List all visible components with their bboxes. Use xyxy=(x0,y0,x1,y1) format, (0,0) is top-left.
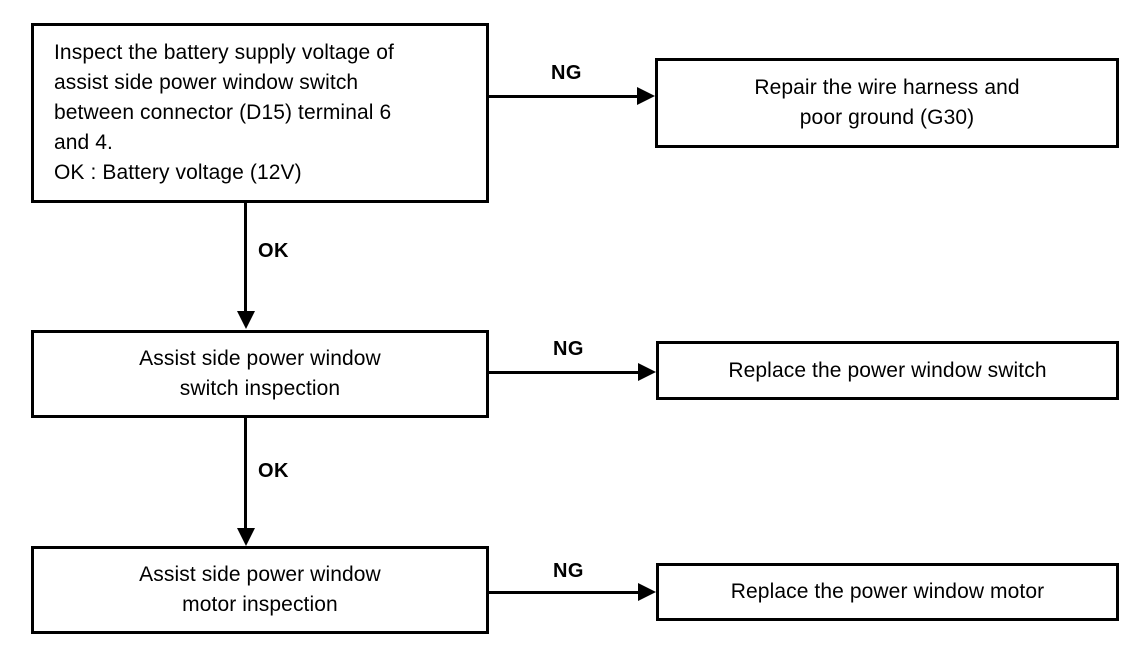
edge-ng-2-arrowhead xyxy=(638,363,656,381)
edge-label-ng-3: NG xyxy=(553,560,584,582)
node-repair-wire-harness-label: Repair the wire harness and poor ground … xyxy=(754,76,1020,129)
node-replace-motor[interactable]: Replace the power window motor xyxy=(656,563,1119,621)
node-replace-switch-label: Replace the power window switch xyxy=(728,358,1047,382)
node-switch-inspection[interactable]: Assist side power window switch inspecti… xyxy=(31,330,489,418)
node-replace-motor-label: Replace the power window motor xyxy=(730,580,1045,604)
edge-ok-1-arrowhead xyxy=(237,311,255,329)
node-motor-inspection-label: Assist side power window motor inspectio… xyxy=(139,563,381,616)
node-replace-switch[interactable]: Replace the power window switch xyxy=(656,341,1119,400)
edge-label-ng-2: NG xyxy=(553,338,584,360)
node-repair-wire-harness[interactable]: Repair the wire harness and poor ground … xyxy=(655,58,1119,148)
edge-ng-1-arrowhead xyxy=(637,87,655,105)
edge-ng-2-line xyxy=(489,371,638,374)
node-inspect-battery-voltage[interactable]: Inspect the battery supply voltage of as… xyxy=(31,23,489,203)
edge-ok-2-arrowhead xyxy=(237,528,255,546)
edge-label-ok-2: OK xyxy=(258,460,289,482)
edge-ok-1-line xyxy=(244,203,247,313)
node-motor-inspection[interactable]: Assist side power window motor inspectio… xyxy=(31,546,489,634)
edge-ok-2-line xyxy=(244,418,247,530)
edge-ng-3-arrowhead xyxy=(638,583,656,601)
node-switch-inspection-label: Assist side power window switch inspecti… xyxy=(139,347,381,400)
edge-label-ng-1: NG xyxy=(551,62,582,84)
edge-label-ok-1: OK xyxy=(258,240,289,262)
edge-ng-1-line xyxy=(489,95,637,98)
edge-ng-3-line xyxy=(489,591,638,594)
node-inspect-battery-voltage-label: Inspect the battery supply voltage of as… xyxy=(54,41,394,184)
